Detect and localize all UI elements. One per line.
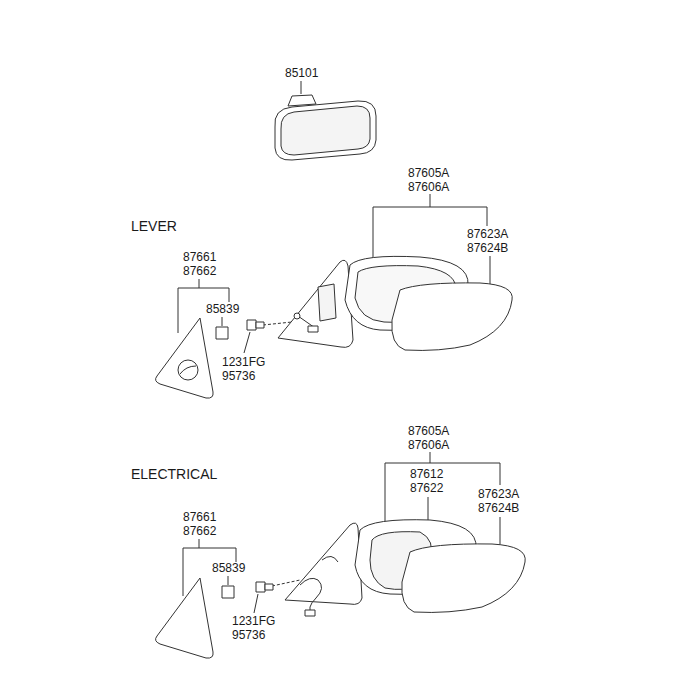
callout-number: 85101 <box>285 66 318 80</box>
callout-number: 87606A <box>408 438 449 452</box>
callout-number: 1231FG <box>232 614 275 628</box>
callout-number: 87661 <box>183 510 216 524</box>
callout-number: 1231FG <box>222 355 265 369</box>
callout-number: 85839 <box>212 561 245 575</box>
callout-number: 87624B <box>467 241 508 255</box>
callout-number: 87623A <box>467 227 508 241</box>
callout-number: 87662 <box>183 264 216 278</box>
callout-number: 87605A <box>408 166 449 180</box>
callout-number: 85839 <box>206 302 239 316</box>
callout-number: 87624B <box>478 501 519 515</box>
callout-number: 95736 <box>232 628 265 642</box>
section-heading: LEVER <box>131 218 177 234</box>
callout-number: 87622 <box>410 481 443 495</box>
section-heading: ELECTRICAL <box>131 466 217 482</box>
callout-number: 87661 <box>183 250 216 264</box>
callout-number: 87606A <box>408 180 449 194</box>
callout-number: 87662 <box>183 524 216 538</box>
callout-number: 95736 <box>222 369 255 383</box>
callout-number: 87605A <box>408 424 449 438</box>
callout-number: 87612 <box>410 467 443 481</box>
callout-number: 87623A <box>478 487 519 501</box>
